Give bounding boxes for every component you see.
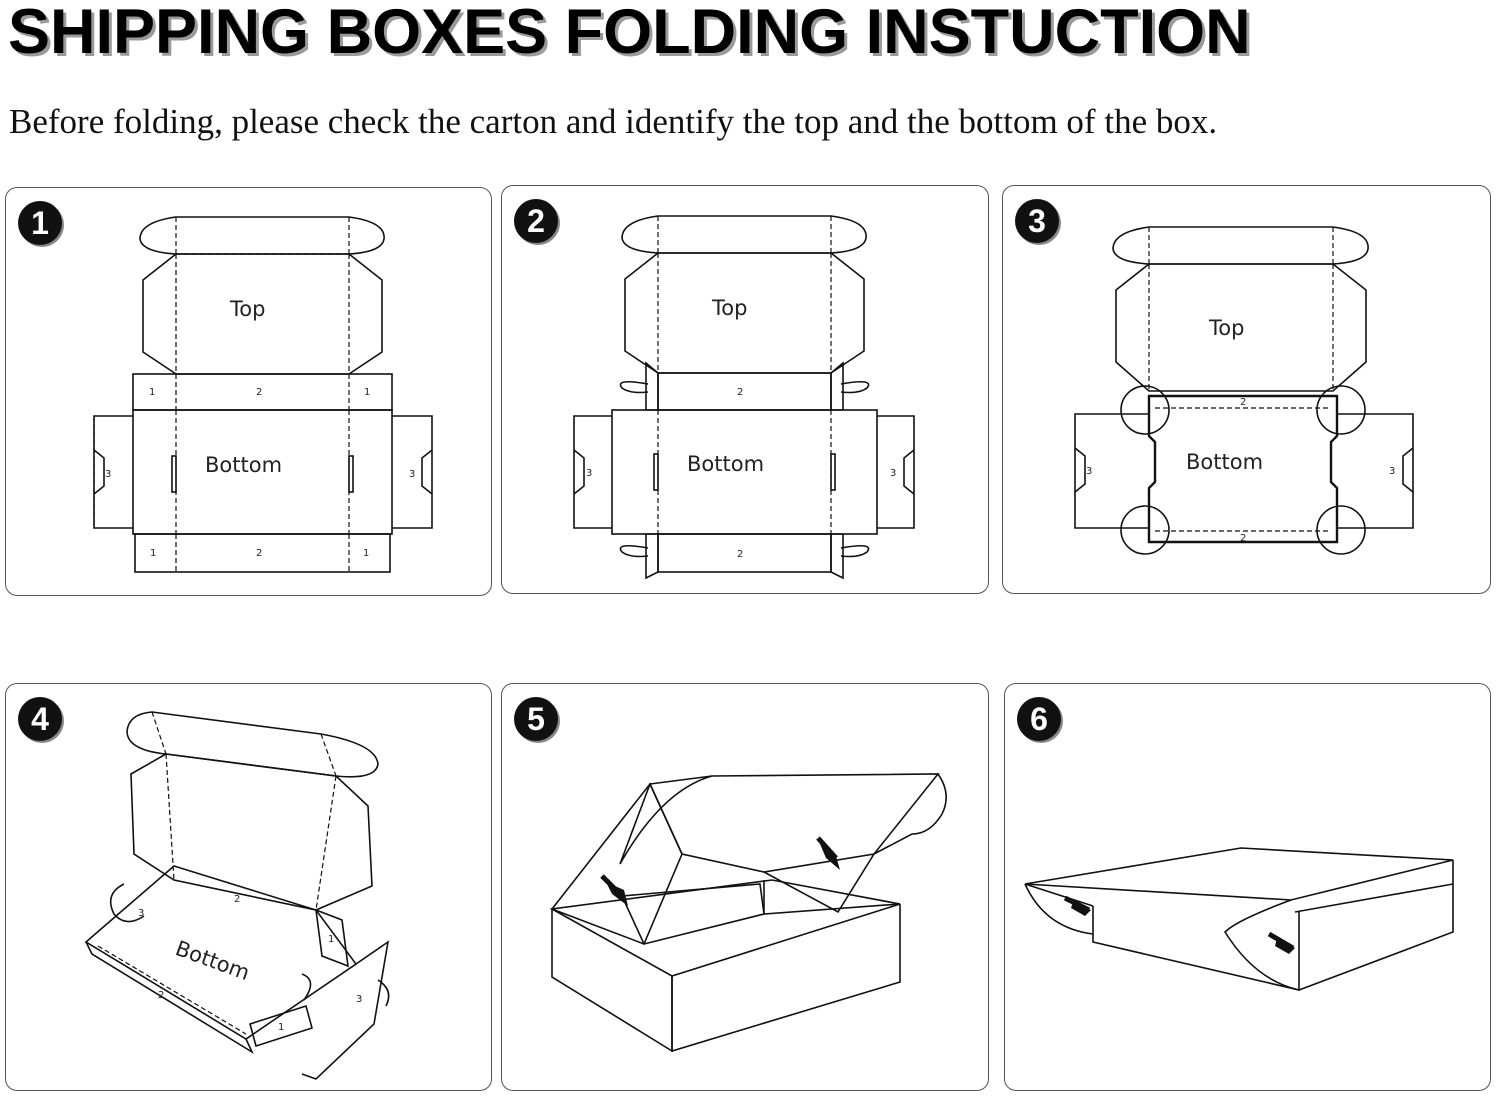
partially-folded-box-diagram: 2 Bottom 2 3 1 3 1 [84,711,390,1080]
step-number-badge: 4 [18,697,62,741]
flap-label: 1 [328,934,334,945]
top-label: Top [229,297,265,321]
step-number-badge: 3 [1015,199,1059,243]
flap-label: 1 [364,387,370,398]
flap-label: 3 [890,468,896,479]
arrow-icon [820,844,840,870]
step-panel-3: 3 Top 2 Bottom 3 3 2 [1002,185,1491,594]
step-panel-1: 1 Top 1 2 1 Bottom 3 3 1 2 1 [5,187,492,596]
flap-label: 1 [150,548,156,559]
step-number-badge: 5 [514,697,558,741]
step-panel-4: 4 2 Bottom 2 3 1 3 1 [5,683,492,1091]
step-panel-2: 2 Top 2 Bottom 3 3 2 [501,185,989,594]
flat-box-diagram: Top 2 Bottom 3 3 2 [573,215,915,580]
flap-label: 3 [138,908,144,919]
flap-label: 1 [363,548,369,559]
top-label: Top [1208,316,1244,340]
bottom-label: Bottom [687,452,764,476]
flap-label: 2 [1240,533,1246,544]
flap-label: 2 [256,548,262,559]
flap-label: 1 [149,387,155,398]
top-label: Top [711,296,747,320]
flap-label: 3 [409,469,415,480]
flap-label: 3 [586,468,592,479]
flap-label: 3 [105,469,111,480]
flap-label: 3 [1389,466,1395,477]
step-panel-5: 5 [501,683,989,1091]
bottom-label: Bottom [1186,450,1263,474]
flap-label: 2 [158,990,164,1001]
flap-label: 2 [737,387,743,398]
flap-label: 3 [356,994,362,1005]
page-title: SHIPPING BOXES FOLDING INSTUCTION [8,0,1251,67]
step-number-badge: 6 [1017,697,1061,741]
step-number-badge: 2 [514,199,558,243]
flat-box-diagram: Top 2 Bottom 3 3 2 [1074,226,1414,555]
flap-label: 2 [1240,397,1246,408]
step-number-badge: 1 [18,201,62,245]
flap-label: 2 [737,549,743,560]
flap-label: 1 [278,1022,284,1033]
closed-box-diagram [1024,847,1454,992]
flat-box-diagram: Top 1 2 1 Bottom 3 3 1 2 1 [93,216,433,573]
flap-label: 2 [234,894,240,905]
flap-label: 3 [1086,466,1092,477]
step-panel-6: 6 [1004,683,1491,1091]
bottom-label: Bottom [205,453,282,477]
flap-label: 2 [256,387,262,398]
bottom-label: Bottom [172,936,253,985]
folded-box-open-lid-diagram [549,773,947,1053]
page-subtitle: Before folding, please check the carton … [9,102,1218,141]
